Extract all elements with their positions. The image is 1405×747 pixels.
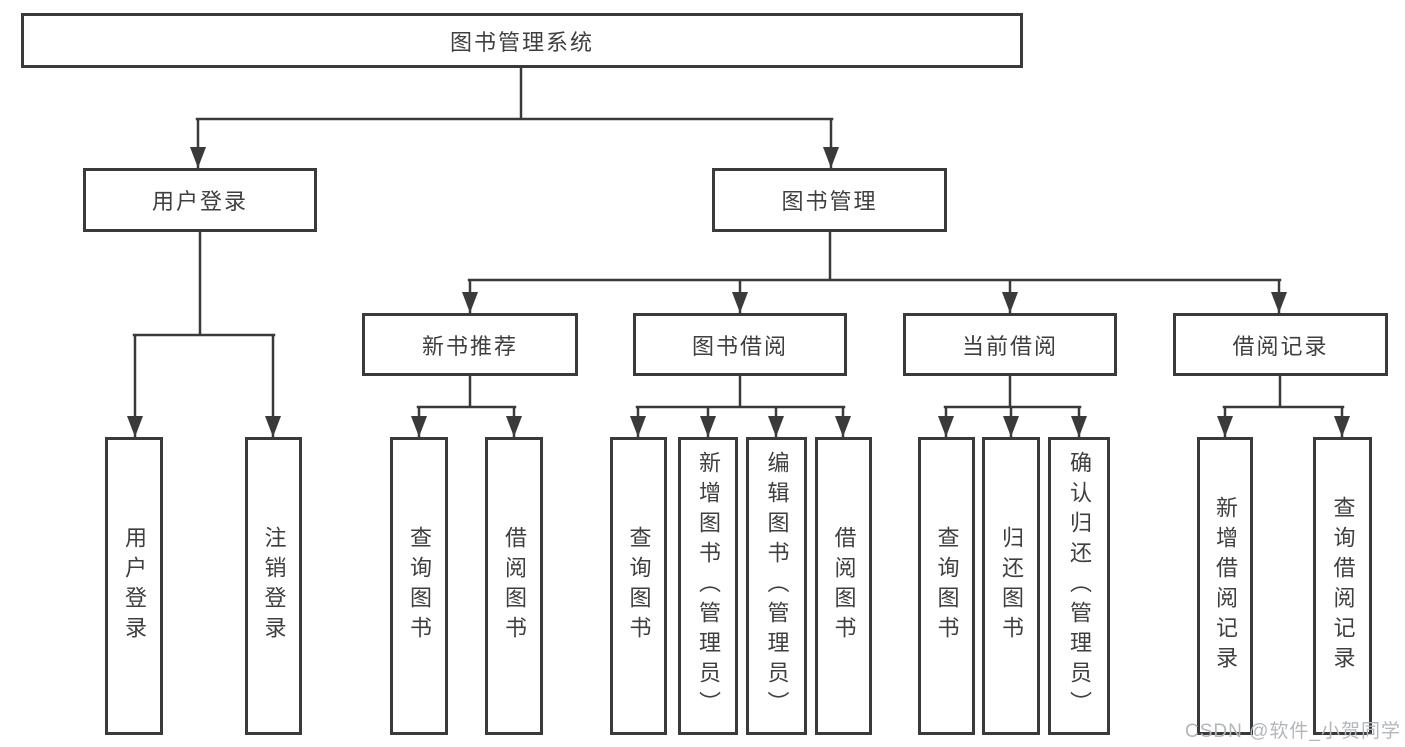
node-book-management: 图书管理 — [712, 168, 947, 232]
node-new-book-recommend-label: 新书推荐 — [421, 333, 518, 359]
leaf-query-books-2-label: 查询图书 — [626, 526, 652, 646]
leaf-query-books: 查询图书 — [390, 437, 448, 735]
node-current-borrowing: 当前借阅 — [903, 313, 1117, 376]
node-user-login-label: 用户登录 — [151, 189, 248, 214]
leaf-confirm-return-admin-label: 确认归还（管理员） — [1067, 451, 1092, 721]
node-book-borrowing: 图书借阅 — [633, 313, 847, 376]
leaf-user-login-label: 用户登录 — [122, 526, 147, 646]
leaf-user-login: 用户登录 — [105, 437, 163, 735]
leaf-add-borrow-record: 新增借阅记录 — [1197, 437, 1253, 735]
leaf-borrow-books-2-label: 借阅图书 — [831, 526, 857, 646]
node-new-book-recommend: 新书推荐 — [362, 313, 578, 376]
csdn-watermark: CSDN @软件_小贺同学 — [1185, 721, 1401, 742]
node-borrow-records-label: 借阅记录 — [1232, 333, 1329, 359]
leaf-logout: 注销登录 — [245, 437, 302, 735]
root-node-label: 图书管理系统 — [449, 29, 594, 55]
leaf-query-borrow-record: 查询借阅记录 — [1313, 437, 1372, 735]
connector-arrows — [135, 119, 1342, 437]
leaf-query-books-3: 查询图书 — [918, 437, 975, 735]
leaf-edit-book-admin-label: 编辑图书（管理员） — [764, 451, 790, 721]
node-book-management-label: 图书管理 — [781, 189, 878, 214]
leaf-add-book-admin: 新增图书（管理员） — [678, 437, 738, 735]
leaf-query-books-2: 查询图书 — [610, 437, 667, 735]
leaf-query-books-label: 查询图书 — [407, 526, 432, 646]
leaf-borrow-books-label: 借阅图书 — [502, 526, 527, 646]
leaf-logout-label: 注销登录 — [261, 526, 287, 646]
leaf-borrow-books-2: 借阅图书 — [815, 437, 872, 735]
leaf-borrow-books: 借阅图书 — [485, 437, 543, 735]
root-node-library-system: 图书管理系统 — [21, 13, 1023, 68]
node-user-login: 用户登录 — [83, 168, 317, 232]
leaf-edit-book-admin: 编辑图书（管理员） — [746, 437, 807, 735]
node-current-borrowing-label: 当前借阅 — [961, 333, 1058, 359]
leaf-add-borrow-record-label: 新增借阅记录 — [1213, 496, 1238, 676]
connector-trunks — [132, 66, 1345, 409]
node-book-borrowing-label: 图书借阅 — [691, 333, 788, 359]
leaf-query-borrow-record-label: 查询借阅记录 — [1330, 496, 1356, 676]
leaf-return-books-label: 归还图书 — [999, 526, 1024, 646]
node-borrow-records: 借阅记录 — [1173, 313, 1388, 376]
leaf-add-book-admin-label: 新增图书（管理员） — [696, 451, 721, 721]
leaf-query-books-3-label: 查询图书 — [934, 526, 960, 646]
leaf-confirm-return-admin: 确认归还（管理员） — [1048, 437, 1110, 735]
leaf-return-books: 归还图书 — [982, 437, 1040, 735]
